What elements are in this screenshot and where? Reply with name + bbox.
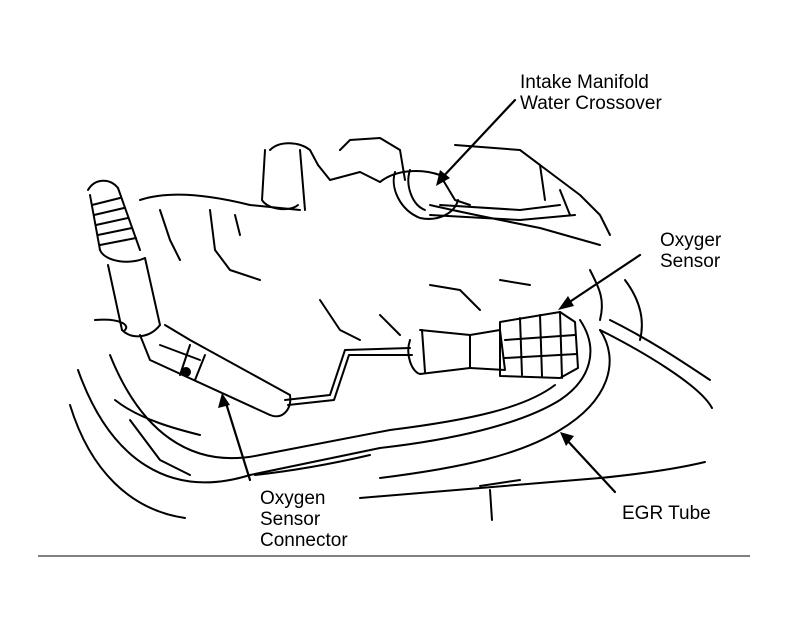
lower-frame bbox=[69, 269, 706, 521]
egr-tube bbox=[77, 319, 713, 484]
spark-plug-boot bbox=[87, 179, 161, 338]
oxygen-sensor bbox=[407, 311, 579, 379]
leader-arrows bbox=[223, 98, 642, 494]
label-line: Connector bbox=[260, 530, 348, 551]
label-line: Sensor bbox=[660, 251, 721, 272]
label-line: Oxyger bbox=[660, 230, 722, 251]
label-line: Water Crossover bbox=[520, 93, 662, 114]
label-sensor-connector: Oxygen Sensor Connector bbox=[260, 488, 348, 551]
label-intake-manifold: Intake Manifold Water Crossover bbox=[520, 72, 662, 114]
label-egr-tube: EGR Tube bbox=[622, 503, 711, 524]
water-crossover bbox=[392, 169, 576, 221]
arrow-heads bbox=[218, 170, 574, 446]
sensor-wire bbox=[284, 347, 413, 406]
label-line: Sensor bbox=[260, 509, 321, 530]
label-line: Oxygen bbox=[260, 488, 326, 509]
engine-block bbox=[139, 137, 611, 281]
label-oxygen-sensor: Oxyger Sensor bbox=[660, 230, 721, 272]
label-line: Intake Manifold bbox=[520, 72, 649, 93]
sensor-connector bbox=[139, 324, 292, 418]
